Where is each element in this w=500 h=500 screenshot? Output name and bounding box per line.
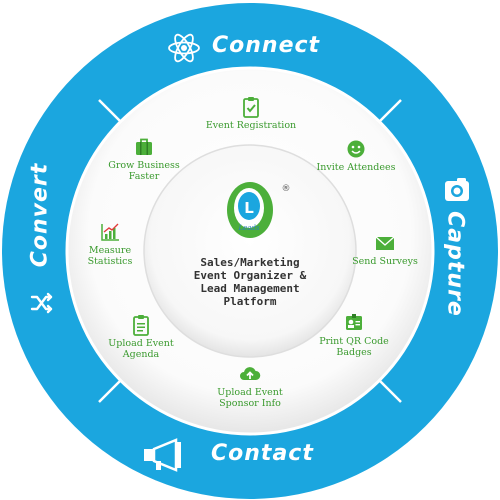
feature-send-surveys: Send Surveys [330,232,440,267]
phase-contact-label: Contact [211,441,314,466]
feature-event-registration: Event Registration [196,96,306,131]
ring-divider [378,379,402,403]
center-disc [143,144,357,358]
feature-label: Send Surveys [352,256,418,267]
feature-label: Sponsor Info [219,398,281,409]
feature-label: Agenda [122,349,160,360]
cloud-upload-icon [240,367,261,380]
platform-title: Sales/Marketing Event Organizer & Lead M… [165,256,335,308]
envelope-icon [375,236,395,250]
leads-logo: L Leads ® [227,182,291,238]
feature-label: Event Registration [205,120,297,131]
megaphone-icon [144,438,181,472]
logo-mark: L [244,199,254,217]
feature-label: Faster [128,171,160,182]
feature-label: Upload Event [217,387,283,398]
badge-icon [346,314,362,330]
ring-divider [98,99,122,123]
phase-convert-label: Convert [27,162,53,268]
phase-capture-label: Capture [442,211,468,317]
feature-label: Upload Event [108,338,174,349]
phase-connect-label: Connect [212,33,321,58]
feature-measure-statistics: Measure Statistics [55,221,165,267]
shuffle-icon [30,292,53,314]
platform-line: Platform [223,295,277,308]
platform-line: Event Organizer & [193,269,307,282]
feature-label: Invite Attendees [316,162,396,173]
briefcase-icon [136,138,152,155]
feature-upload-event-agenda: Upload Event Agenda [86,314,196,360]
feature-grow-business-faster: Grow Business Faster [89,136,199,182]
feature-label: Statistics [87,256,133,267]
chart-icon [101,223,119,241]
camera-icon [445,178,469,201]
clipboard-check-icon [243,97,259,118]
ring-divider [378,99,402,123]
ring-divider [98,379,122,403]
platform-line: Lead Management [200,282,300,295]
registered-mark: ® [282,184,291,194]
feature-label: Badges [336,347,372,358]
feature-upload-event-sponsor-info: Upload Event Sponsor Info [195,363,305,409]
atom-icon [168,33,200,63]
clipboard-list-icon [133,315,149,336]
feature-label: Print QR Code [319,336,389,347]
smiley-icon [347,140,365,158]
feature-print-qr-code-badges: Print QR Code Badges [299,312,409,358]
logo-text: Leads [237,224,259,232]
platform-line: Sales/Marketing [200,256,300,269]
feature-label: Measure [88,245,132,256]
feature-invite-attendees: Invite Attendees [301,138,411,173]
feature-label: Grow Business [108,160,180,171]
